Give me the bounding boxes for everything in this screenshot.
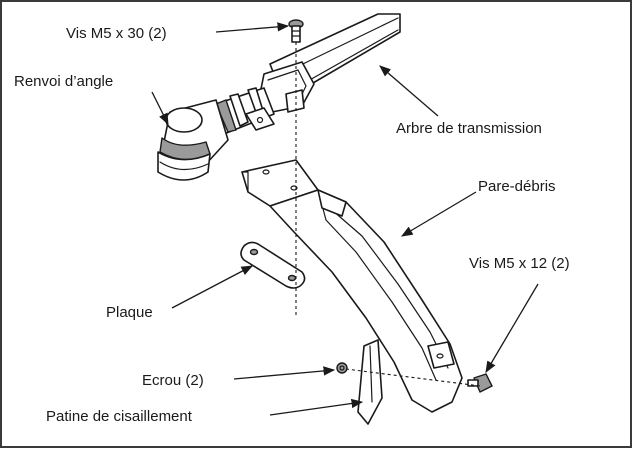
debris-guard bbox=[241, 159, 463, 413]
label-arbre-transmission: Arbre de transmission bbox=[396, 120, 542, 137]
leader-lines bbox=[151, 22, 539, 416]
screw-m5x12 bbox=[467, 373, 493, 393]
alignment-lines bbox=[295, 42, 481, 387]
label-plaque: Plaque bbox=[106, 304, 153, 321]
label-vis-m5x12: Vis M5 x 12 (2) bbox=[469, 255, 570, 272]
label-vis-m5x30: Vis M5 x 30 (2) bbox=[66, 25, 167, 42]
shaft-clamp bbox=[259, 61, 315, 113]
screw-m5x30 bbox=[288, 19, 304, 43]
label-renvoi-angle: Renvoi d’angle bbox=[14, 73, 113, 90]
plate bbox=[240, 241, 306, 289]
nut bbox=[336, 362, 348, 374]
shear-blade bbox=[357, 339, 383, 425]
label-ecrou: Ecrou (2) bbox=[142, 372, 204, 389]
label-pare-debris: Pare-débris bbox=[478, 178, 556, 195]
angle-gear bbox=[157, 87, 275, 181]
label-patine: Patine de cisaillement bbox=[46, 408, 193, 425]
